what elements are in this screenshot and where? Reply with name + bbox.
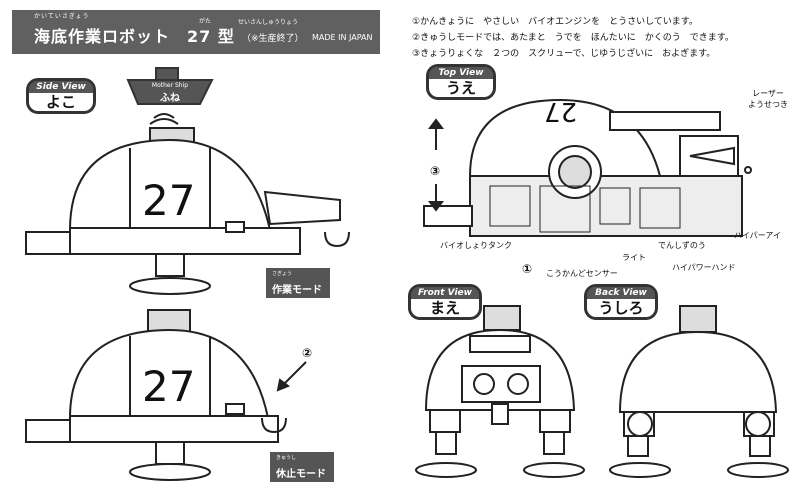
production-status: （※生産終了） — [242, 34, 304, 44]
top-view-jp: うえ — [445, 79, 476, 97]
top-view-en: Top View — [429, 67, 493, 79]
robot-number-rest: 27 — [142, 362, 196, 411]
work-mode-label: さぎょう 作業モード — [266, 268, 330, 298]
mother-ship-en: Mother Ship — [151, 82, 189, 89]
rest-mode-label: きゅうし 休止モード — [270, 452, 334, 482]
hyper-hand-callout: ハイパワーハンド — [672, 263, 736, 272]
note-3: ③きょうりょくな ２つの スクリューで、じゆうじざいに およぎます。 — [412, 49, 716, 59]
laser-callout: レーザー ようせつき — [748, 89, 788, 109]
back-view-drawing — [609, 305, 789, 478]
note-1: ①かんきょうに やさしい バイオエンジンを とうさいしています。 — [412, 17, 698, 27]
robot-number-top: 27 — [544, 96, 578, 126]
top-view-drawing — [423, 98, 752, 237]
title-ruby: かいていさぎょう — [34, 13, 90, 20]
rest-mode-text: 休止モード — [276, 469, 326, 480]
marker-1: ① — [522, 262, 533, 276]
front-view-en: Front View — [411, 287, 479, 299]
front-view-label: Front View まえ — [408, 284, 482, 320]
bio-tank-callout: バイオしょりタンク — [440, 241, 512, 250]
marker-3: ③ — [430, 164, 441, 178]
top-view-label: Top View うえ — [426, 64, 496, 100]
back-view-jp: うしろ — [598, 299, 644, 317]
work-mode-ruby: さぎょう — [272, 271, 292, 277]
back-view-label: Back View うしろ — [584, 284, 658, 320]
page-title: 海底作業ロボット 27 型 — [34, 27, 235, 46]
title-banner: かいていさぎょう 海底作業ロボット 27 型 がた せいさんしゅうりょう （※生… — [12, 10, 380, 54]
side-view-en: Side View — [29, 81, 93, 93]
side-view-work-drawing — [25, 67, 350, 295]
back-view-en: Back View — [587, 287, 655, 299]
note-2: ②きゅうしモードでは、あたまと うでを ほんたいに かくのう できます。 — [412, 33, 734, 43]
side-view-label: Side View よこ — [26, 78, 96, 114]
side-view-rest-drawing — [25, 309, 307, 481]
front-view-jp: まえ — [429, 299, 460, 317]
robot-number-work: 27 — [142, 176, 196, 225]
mother-ship-label: Mother Ship ふね — [138, 82, 202, 104]
brain-callout: でんしずのう — [658, 241, 706, 250]
status-ruby: せいさんしゅうりょう — [238, 19, 299, 26]
mother-ship-jp: ふね — [160, 93, 180, 104]
marker-2: ② — [302, 346, 313, 360]
sensor-callout: こうかんどセンサー — [546, 269, 618, 278]
rest-mode-ruby: きゅうし — [276, 455, 297, 461]
work-mode-text: 作業モード — [272, 285, 322, 296]
title-ruby-gata: がた — [199, 18, 212, 25]
side-view-jp: よこ — [45, 93, 76, 111]
light-callout: ライト — [622, 253, 646, 262]
hyper-eye-callout: ハイパーアイ — [734, 231, 781, 240]
made-in-label: MADE IN JAPAN — [312, 33, 373, 42]
front-view-drawing — [415, 305, 585, 478]
